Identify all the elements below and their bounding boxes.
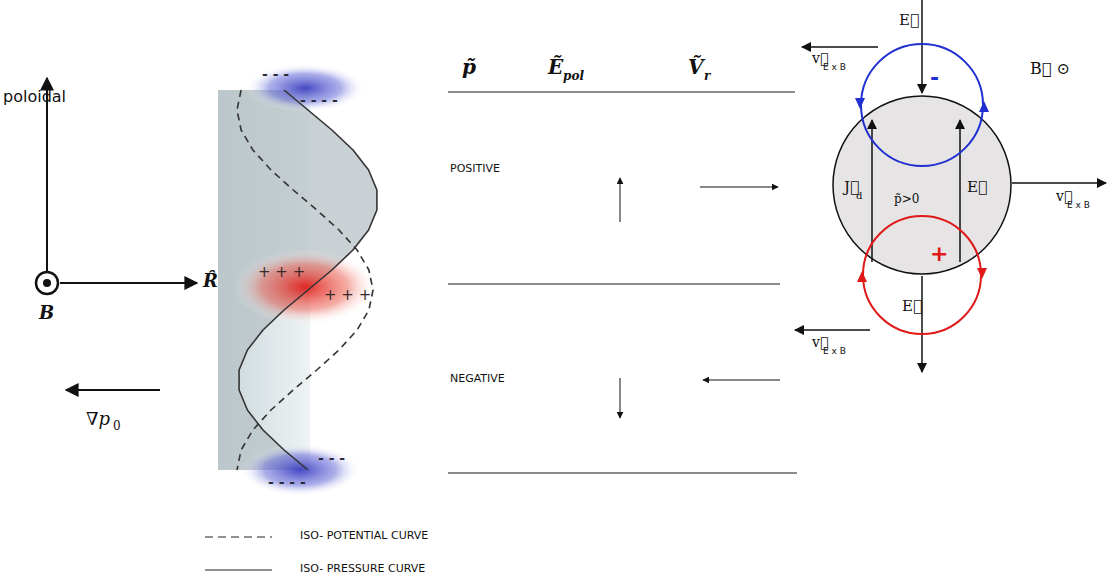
- poloidal-axis: [46, 78, 48, 271]
- blob-outline: [833, 96, 1011, 274]
- field-dot: [43, 279, 51, 287]
- field-label: E⃗: [899, 12, 919, 29]
- charge-sign: -: [930, 65, 939, 90]
- loop-arrowhead: [855, 98, 865, 109]
- subscript: pol: [563, 70, 584, 84]
- node-outline: [862, 215, 982, 335]
- drift-arrow: [802, 46, 878, 48]
- field-label: E⃗: [902, 298, 922, 315]
- row-line: [448, 472, 797, 474]
- drift-arrow: [1012, 182, 1106, 184]
- radial-axis: [60, 282, 197, 284]
- charge-sign: + + +: [324, 287, 371, 304]
- field-direction-label: B⃗ ⊙: [1030, 60, 1070, 78]
- row-line: [448, 283, 780, 285]
- charge-sign: + + +: [258, 264, 305, 281]
- charge-sign: - - -: [262, 66, 289, 82]
- drift-arrow: [795, 329, 870, 331]
- negative-current-loop: -: [860, 43, 984, 167]
- row-line: [448, 91, 795, 93]
- charge-sign: - - - -: [300, 92, 338, 108]
- column-header: p̃: [462, 56, 476, 79]
- legend-solid-sample: [205, 569, 272, 570]
- row-label: NEGATIVE: [450, 373, 505, 386]
- iso-pressure-curve: [239, 90, 377, 470]
- subscript: 0: [113, 420, 121, 434]
- legend-dashed-sample: [205, 536, 272, 537]
- field-arrow: [921, 0, 923, 93]
- legend-text: ISO- POTENTIAL CURVE: [300, 530, 428, 543]
- charge-sign: - - - -: [268, 474, 306, 490]
- row-label: POSITIVE: [450, 163, 500, 176]
- positive-charge-blob: [233, 249, 377, 325]
- perturbation-blob: J⃗dp̃>0E⃗: [832, 95, 1012, 275]
- charge-sign: - - -: [318, 450, 345, 466]
- subscript: E x B: [1067, 200, 1090, 210]
- column-header: Ẽ: [548, 56, 563, 79]
- node-outline: [860, 43, 984, 167]
- field-arrow: [959, 120, 961, 262]
- gradient-arrow: [66, 389, 160, 391]
- negative-charge-blob: [240, 444, 360, 496]
- field-arrow: [921, 276, 923, 372]
- subscript: d: [856, 190, 862, 202]
- pressure-label: p̃>0: [894, 193, 919, 207]
- field-arrow: [620, 378, 621, 418]
- subscript: E x B: [823, 62, 846, 72]
- loop-arrowhead: [979, 101, 989, 112]
- velocity-arrow: [703, 380, 780, 381]
- legend-text: ISO- PRESSURE CURVE: [300, 563, 425, 576]
- loop-outline: [861, 44, 983, 166]
- subscript: r: [704, 70, 710, 84]
- negative-charge-blob: [245, 64, 365, 112]
- charge-sign: +: [930, 241, 948, 266]
- field-arrow: [620, 178, 621, 222]
- field-label: E⃗: [967, 179, 987, 196]
- high-pressure-region: [218, 90, 377, 470]
- axis-label: R̂: [203, 271, 218, 292]
- loop-outline: [863, 216, 981, 334]
- axis-label: B: [39, 303, 54, 324]
- iso-potential-curve: [237, 90, 373, 470]
- velocity-arrow: [700, 187, 778, 188]
- loop-arrowhead: [977, 268, 987, 279]
- field-symbol: [36, 272, 58, 294]
- gradient-label: ∇p: [86, 409, 110, 430]
- column-header: Ṽ: [688, 56, 704, 79]
- axis-label: poloidal: [3, 88, 66, 106]
- loop-arrowhead: [857, 271, 867, 282]
- subscript: E x B: [823, 346, 846, 356]
- positive-current-loop: +: [862, 215, 982, 335]
